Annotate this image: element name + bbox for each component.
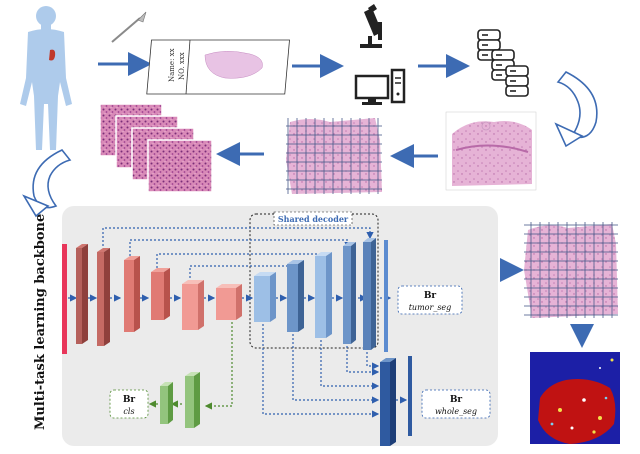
- tumor-head-title: Br: [424, 291, 437, 301]
- tumor-seg-head: Br tumor_seg: [397, 285, 463, 315]
- decoder-block-4: [343, 246, 351, 344]
- backbone-title: Multi-task learning backbone: [33, 214, 48, 430]
- whole-seg-blocks: [380, 356, 412, 446]
- shared-decoder-label: Shared decoder: [278, 214, 349, 224]
- prediction-heatmap: [530, 352, 620, 444]
- whole-slide-image: [445, 111, 537, 191]
- computer-icon: [354, 68, 406, 105]
- glass-slide: Name: xx NO. xxx: [146, 39, 290, 95]
- encoder-block-4: [151, 272, 164, 320]
- output-grid-image: [524, 222, 618, 318]
- decoder-block-3: [315, 256, 326, 338]
- tumor-head-subtitle: tumor_seg: [409, 303, 452, 312]
- encoder-block-1: [76, 248, 82, 344]
- whole-seg-block: [380, 362, 390, 446]
- curved-arrow-left: [22, 149, 72, 218]
- curved-arrow-right: [554, 70, 598, 148]
- microscope-icon: [360, 4, 382, 48]
- input-bar: [62, 244, 67, 354]
- decoder-block-5: [363, 242, 371, 350]
- patch-grid-image: [286, 118, 382, 194]
- whole-head-subtitle: whole_seg: [435, 407, 477, 416]
- cls-head: Br cls: [109, 389, 149, 419]
- cls-head-title: Br: [123, 395, 136, 405]
- decoder-blocks: [254, 238, 388, 352]
- whole-seg-head: Br whole_seg: [421, 389, 491, 419]
- slide-label-name: Name: xx: [168, 48, 176, 82]
- scalpel-icon: [111, 11, 147, 43]
- whole-seg-output-bar: [408, 356, 412, 436]
- human-body-icon: [20, 6, 72, 150]
- encoder-block-6: [216, 288, 236, 320]
- whole-seg-connections: [262, 324, 380, 418]
- database-icon: [477, 29, 529, 97]
- cls-branch: [148, 322, 233, 428]
- slide-label-no: NO. xxx: [178, 52, 186, 80]
- cls-block-1: [160, 386, 168, 424]
- whole-head-title: Br: [450, 395, 463, 405]
- decoder-block-2: [287, 264, 298, 332]
- encoder-block-2: [97, 252, 104, 346]
- encoder-block-5: [182, 284, 198, 330]
- cls-block-2: [185, 376, 194, 428]
- cls-head-subtitle: cls: [123, 407, 134, 416]
- decoder-block-1: [254, 276, 270, 322]
- decoder-output-bar: [384, 240, 388, 352]
- encoder-blocks: [62, 244, 242, 354]
- encoder-block-3: [124, 260, 134, 332]
- he-patch-stack: [99, 103, 213, 193]
